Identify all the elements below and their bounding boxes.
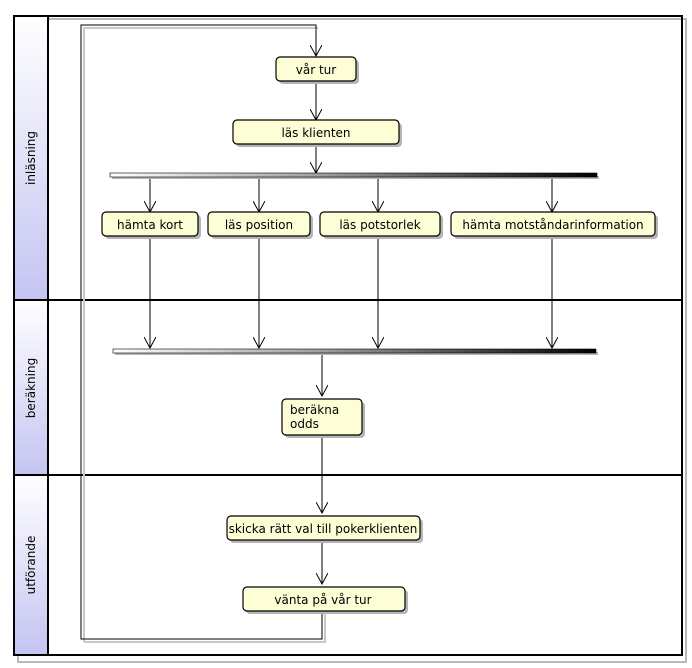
node-box	[281, 398, 363, 436]
node-label: hämta motståndarinformation	[462, 218, 643, 232]
action-vanta-pa-var-tur[interactable]: vänta på vår tur	[242, 586, 408, 614]
node-box	[450, 211, 656, 237]
node-label: vår tur	[296, 63, 337, 77]
node-box	[275, 56, 357, 82]
join-bar	[112, 348, 597, 354]
node-label: skicka rätt val till pokerklienten	[229, 522, 418, 536]
action-skicka-ratt-val[interactable]: skicka rätt val till pokerklienten	[226, 515, 423, 543]
join-bar-shadow	[115, 352, 598, 355]
connectors	[80, 24, 552, 643]
action-las-klienten[interactable]: läs klienten	[232, 119, 402, 147]
action-hamta-kort[interactable]: hämta kort	[101, 211, 201, 239]
swimlane-shadow	[17, 18, 687, 663]
lane-label-berakning: beräkning	[24, 358, 38, 418]
node-label: vänta på vår tur	[274, 593, 371, 607]
action-las-potstorlek[interactable]: läs potstorlek	[319, 211, 443, 239]
swimlanes: inläsning beräkning utförande	[13, 15, 687, 663]
action-las-position[interactable]: läs position	[207, 211, 313, 239]
loop-back-edge	[80, 24, 323, 640]
node-box	[101, 211, 199, 237]
action-nodes: vår tur läs klienten hämta kort läs posi…	[101, 56, 658, 614]
node-label: läs klienten	[281, 126, 350, 140]
node-box	[319, 211, 441, 237]
node-box	[226, 515, 421, 541]
action-var-tur[interactable]: vår tur	[275, 56, 359, 84]
fork-bar	[109, 172, 598, 178]
action-hamta-motstandarinformation[interactable]: hämta motståndarinformation	[450, 211, 658, 239]
lane-header-utforande	[14, 475, 48, 655]
node-box	[242, 586, 406, 612]
node-box	[207, 211, 311, 237]
node-label-line-1: beräkna	[290, 403, 339, 417]
node-box	[232, 119, 400, 145]
sync-bars	[109, 172, 599, 355]
fork-bar-shadow	[112, 176, 599, 179]
action-berakna-odds[interactable]: beräkna odds	[281, 398, 365, 438]
node-label: läs position	[225, 218, 293, 232]
node-label: hämta kort	[117, 218, 183, 232]
lane-header-inlasning	[14, 16, 48, 300]
node-label-line-2: odds	[290, 417, 319, 431]
lane-label-inlasning: inläsning	[24, 131, 38, 185]
swimlane-border	[13, 15, 683, 656]
lane-header-berakning	[14, 300, 48, 475]
node-label: läs potstorlek	[339, 218, 420, 232]
lane-label-utforande: utförande	[24, 536, 38, 595]
